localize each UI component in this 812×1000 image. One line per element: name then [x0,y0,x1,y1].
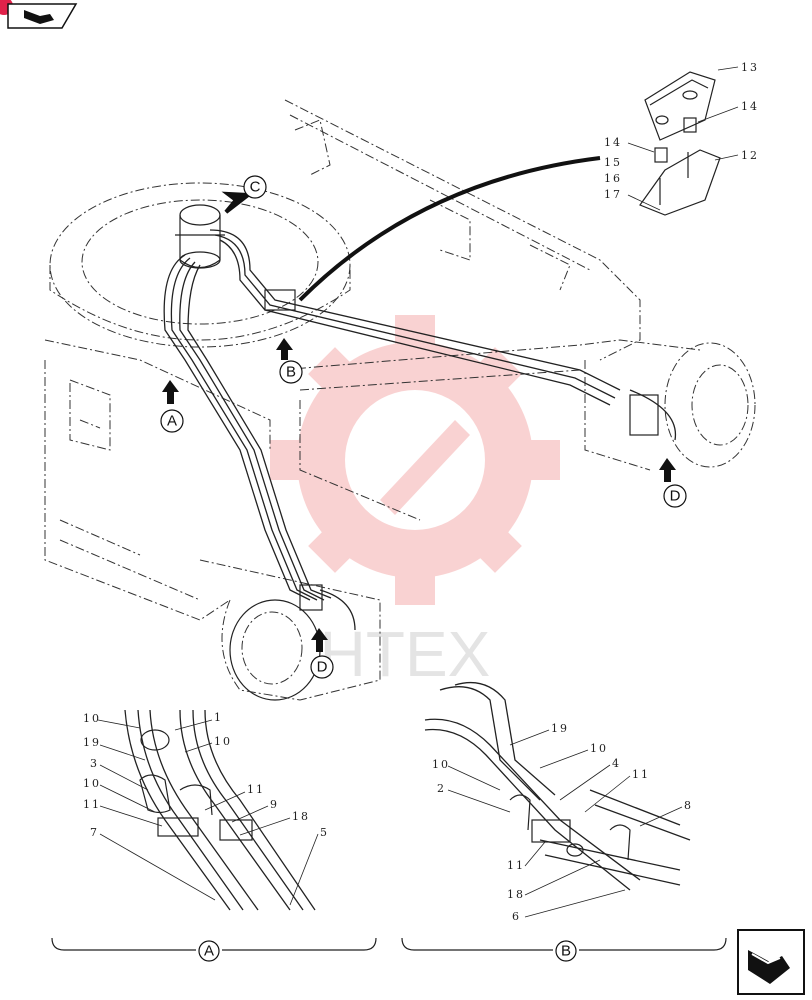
callout-12: 12 [741,149,759,162]
callouts-detail-a: 10 1 19 10 3 10 11 11 9 18 7 5 [83,711,329,906]
view-arrow-b: B [276,338,303,384]
machine-frame-outline [44,99,756,701]
view-label-d-right: D [670,488,681,505]
watermark-text: HTEX [320,618,491,690]
view-arrow-d-right: D [659,458,687,508]
clamp-bracket-detail [639,71,721,216]
callout-b-6: 6 [512,910,521,923]
callout-b-11b: 11 [507,859,525,872]
callout-a-11: 11 [83,798,101,811]
callout-a-7: 7 [90,826,99,839]
callout-13: 13 [741,61,759,74]
callout-a-3: 3 [90,757,99,770]
view-label-c: C [250,179,261,196]
callout-b-18: 18 [507,888,525,901]
view-label-b: B [286,364,296,381]
watermark-gear [270,315,560,605]
detail-b-bracket: B [401,937,727,962]
callout-a-19: 19 [83,736,101,749]
callout-a-10c: 10 [83,777,101,790]
callout-b-19: 19 [551,722,569,735]
callout-a-11b: 11 [247,783,265,796]
callout-b-10: 10 [590,742,608,755]
callout-16: 16 [604,172,622,185]
callout-b-8: 8 [684,799,693,812]
callout-b-10b: 10 [432,758,450,771]
detail-b-drawing [424,681,691,891]
hydraulic-hoses [163,229,677,631]
detail-b-caption: B [561,943,571,960]
return-arrow-icon[interactable] [0,0,78,29]
callouts-top-right: 13 14 14 15 16 17 12 [604,61,759,211]
view-label-a: A [167,413,177,430]
callout-17: 17 [604,188,622,201]
detail-a-bracket: A [51,937,377,962]
callout-a-18: 18 [292,810,310,823]
callout-15: 15 [604,156,622,169]
callout-a-5: 5 [320,826,329,839]
callout-a-10b: 10 [214,735,232,748]
callout-b-4: 4 [612,757,621,770]
swivel-joint [175,204,225,269]
callouts-detail-b: 19 10 10 4 2 11 8 11 18 6 [432,722,693,923]
view-label-d-front: D [317,659,328,676]
view-arrow-d-front: D [310,628,334,679]
detail-a-caption: A [204,943,214,960]
callout-14b: 14 [604,136,622,149]
view-arrow-a: A [160,380,184,433]
detail-a-drawing [124,709,316,911]
callout-a-9: 9 [270,798,279,811]
continue-arrow-icon[interactable] [737,929,805,995]
callout-a-1: 1 [214,711,223,724]
callout-14: 14 [741,100,759,113]
callout-a-10: 10 [83,712,101,725]
detail-leader-line [298,156,601,302]
callout-b-2: 2 [437,782,446,795]
view-arrow-c: C [221,175,267,214]
callout-b-11: 11 [632,768,650,781]
